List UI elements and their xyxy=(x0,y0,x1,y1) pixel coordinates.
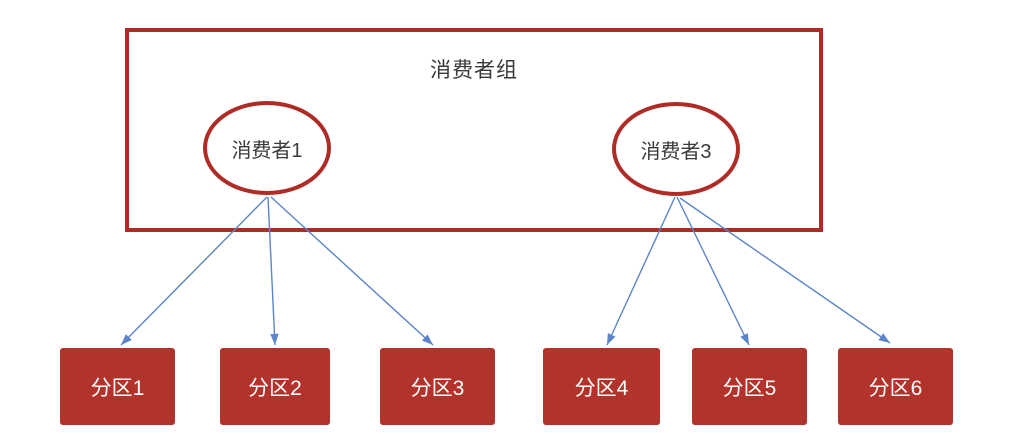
partition-5-node: 分区5 xyxy=(692,348,807,425)
partition-4-label: 分区4 xyxy=(574,376,629,400)
partition-1-label: 分区1 xyxy=(90,376,145,400)
partition-3-label: 分区3 xyxy=(410,376,465,400)
partition-2-node: 分区2 xyxy=(220,348,330,425)
partition-1-node: 分区1 xyxy=(60,348,175,425)
partition-4-node: 分区4 xyxy=(543,348,660,425)
partition-2-label: 分区2 xyxy=(248,376,302,400)
partition-6-node: 分区6 xyxy=(838,348,953,425)
consumer-group-box: 消费者组 xyxy=(125,28,823,232)
consumer-3-label: 消费者3 xyxy=(640,140,712,163)
consumer-3-node: 消费者3 xyxy=(612,102,740,196)
partition-5-label: 分区5 xyxy=(722,376,777,400)
consumer-1-node: 消费者1 xyxy=(203,101,331,195)
partition-3-node: 分区3 xyxy=(380,348,495,425)
consumer-1-label: 消费者1 xyxy=(231,139,303,162)
consumer-group-title: 消费者组 xyxy=(430,59,518,82)
partition-6-label: 分区6 xyxy=(868,376,923,400)
